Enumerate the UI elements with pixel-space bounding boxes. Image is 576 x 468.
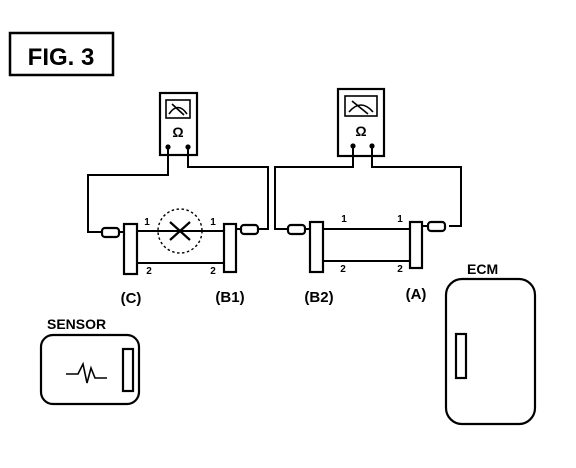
connector-b1 <box>222 222 238 274</box>
sensor-label: SENSOR <box>47 316 106 332</box>
pin-label: 1 <box>144 217 150 228</box>
ecm-unit <box>444 277 537 426</box>
connector-label-a: (A) <box>406 286 427 303</box>
pin-label: 2 <box>340 264 346 275</box>
left-meter-lead-1 <box>87 147 169 233</box>
connector-label-c: (C) <box>121 290 142 307</box>
pin-label: 1 <box>210 217 216 228</box>
probe-b2 <box>286 223 307 236</box>
pin-label: 1 <box>397 214 403 225</box>
connector-c <box>122 222 139 276</box>
figure-label: FIG. 3 <box>8 31 115 77</box>
connector-label-b1: (B1) <box>215 289 244 306</box>
left-meter-lead-2 <box>187 147 269 230</box>
right-meter-lead-2 <box>371 146 462 227</box>
ohmmeter-left: Ω <box>158 91 199 157</box>
probe-c <box>100 226 121 239</box>
probe-a <box>426 220 447 233</box>
pin-label: 2 <box>146 266 152 277</box>
ohmmeter-icon <box>344 95 378 117</box>
right-meter-lead-1 <box>274 146 354 230</box>
harness-c-b1: 1 1 2 2 <box>100 208 260 277</box>
ecm-label: ECM <box>467 261 498 277</box>
connector-b2 <box>308 220 325 274</box>
connector-a <box>408 220 424 270</box>
pin-label: 2 <box>210 266 216 277</box>
pin-label: 1 <box>341 214 347 225</box>
connector-label-b2: (B2) <box>304 289 333 306</box>
ohm-symbol-left: Ω <box>172 124 183 140</box>
ohm-symbol-right: Ω <box>355 123 366 139</box>
open-circuit-x-icon <box>157 208 203 254</box>
ohmmeter-icon <box>165 99 191 119</box>
pin-label: 2 <box>397 264 403 275</box>
probe-b1 <box>239 223 260 236</box>
sensor-unit <box>39 333 141 406</box>
ohmmeter-right: Ω <box>336 87 386 158</box>
waveform-icon <box>66 361 107 384</box>
figure-label-text: FIG. 3 <box>28 44 95 71</box>
harness-b2-a: 1 1 2 2 <box>286 214 447 275</box>
